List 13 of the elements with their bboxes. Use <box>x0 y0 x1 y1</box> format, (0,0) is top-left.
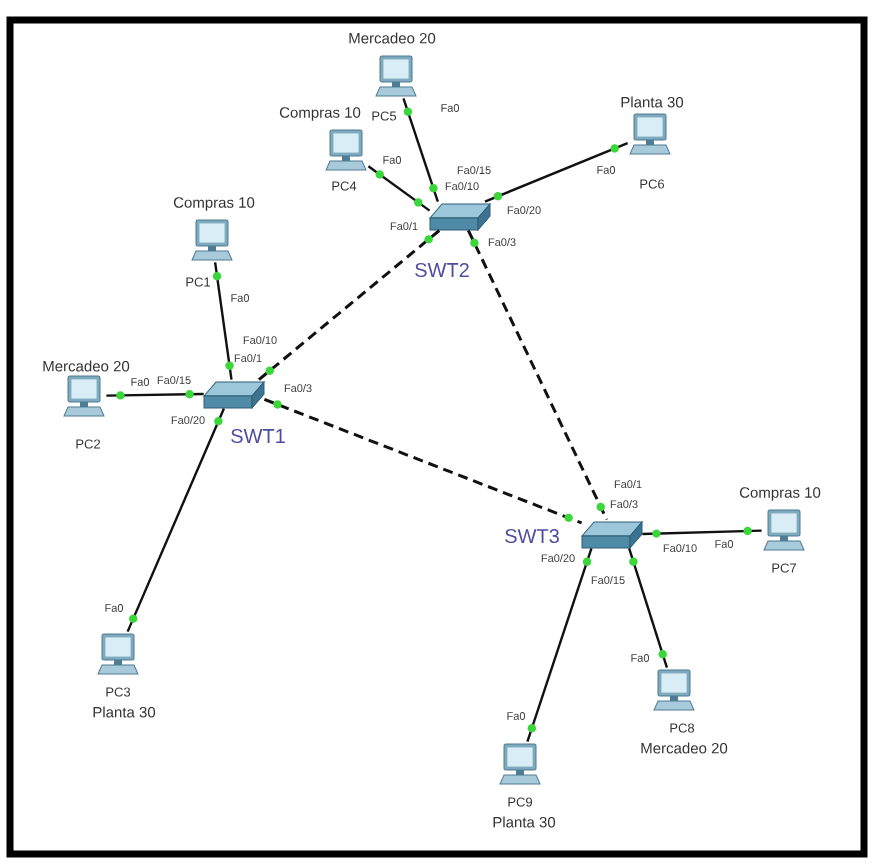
device-label: SWT2 <box>415 262 469 278</box>
connection-line <box>628 548 669 668</box>
dashed-connection-line <box>258 229 441 381</box>
device-label: SWT1 <box>231 428 285 444</box>
dashed-connection-line <box>466 229 609 521</box>
dashed-connection-line <box>263 397 583 525</box>
connection-line <box>402 98 439 202</box>
connection-line <box>213 262 233 380</box>
device-label: SWT3 <box>505 528 559 544</box>
connection-line <box>367 165 431 212</box>
connection-line <box>642 529 762 536</box>
connection-line <box>484 142 629 203</box>
connection-line <box>106 392 204 397</box>
